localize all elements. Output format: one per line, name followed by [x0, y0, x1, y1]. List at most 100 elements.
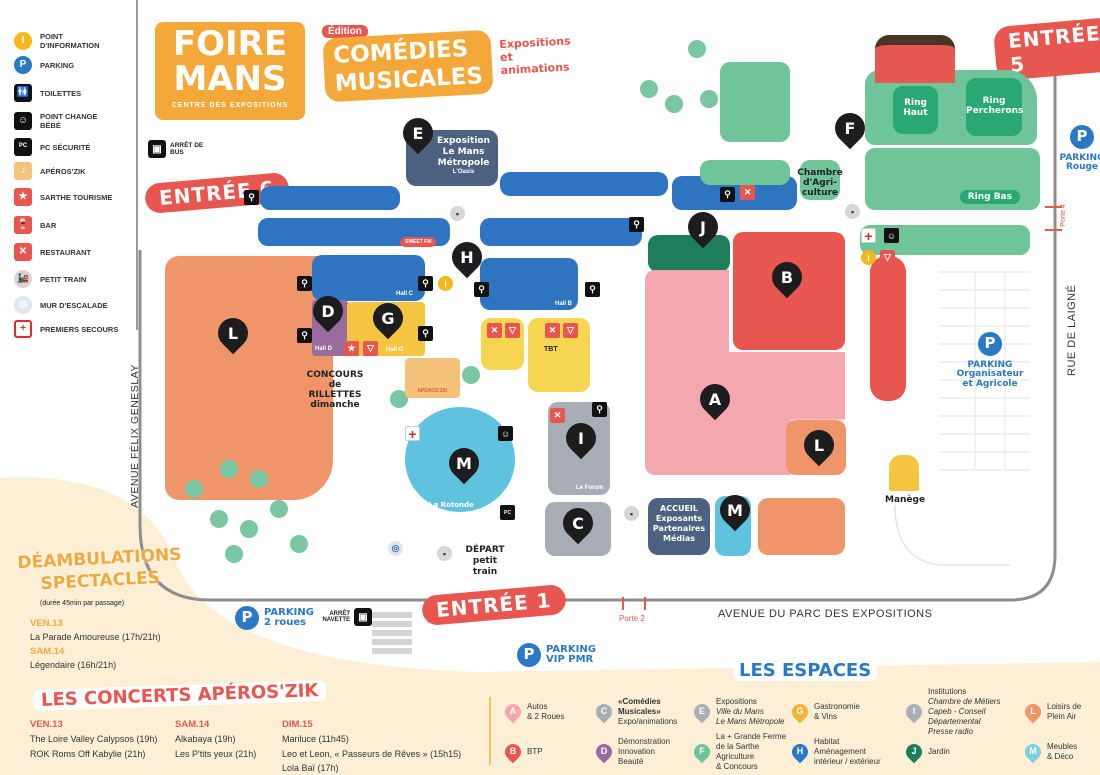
zone-marker-m[interactable]: M: [713, 488, 757, 532]
schedule-item: La Parade Amoureuse (17h/21h): [30, 632, 161, 643]
shuttle-stop: ARRÊT NAVETTE▣: [316, 608, 372, 626]
climbing-wall-icon: ◎: [388, 541, 403, 556]
day-label: DIM.15: [282, 719, 313, 730]
manege-label: Manège: [885, 495, 926, 505]
chambre-agri: [800, 160, 840, 200]
espace-line: Démonstration: [618, 737, 671, 746]
espace-line: Le Mans Métropole: [716, 717, 785, 726]
bus-icon: ▣: [148, 140, 166, 158]
espace-line: Autos: [527, 702, 548, 711]
zone-marker-g[interactable]: G: [366, 296, 410, 340]
aperos-zik-stage: APÉROS'ZIK: [405, 358, 460, 398]
legend-item: ◎MUR D'ESCALADE: [14, 296, 120, 314]
zone-marker-i[interactable]: I: [559, 416, 603, 460]
zone-marker-a[interactable]: A: [693, 377, 737, 421]
gate-marks: [622, 206, 1062, 610]
legend-item: 🚻TOILETTES: [14, 84, 120, 102]
zone-marker-l[interactable]: L: [797, 423, 841, 467]
zone-marker-j[interactable]: J: [681, 205, 725, 249]
espace-line: Chambre de Métiers: [928, 697, 1001, 706]
train-icon: ▪: [624, 506, 639, 521]
legend-label: PETIT TRAIN: [40, 274, 87, 284]
baby-change-icon: ☺: [14, 112, 32, 130]
parking-icon: P: [517, 643, 541, 667]
parking-icon: P: [978, 332, 1002, 356]
edition-tag: Édition: [322, 25, 368, 38]
road-south: AVENUE DU PARC DES EXPOSITIONS: [718, 608, 933, 620]
camper-zone: [758, 498, 845, 555]
climbing-wall-icon: ◎: [14, 296, 32, 314]
zone-marker-b[interactable]: B: [765, 255, 809, 299]
day-label: VEN.13: [30, 719, 63, 730]
expo-note: Expositions et animations: [499, 34, 571, 78]
legend-label: TOILETTES: [40, 88, 82, 98]
aperos-zik-icon: ♪: [14, 162, 32, 180]
gate-porte-2: Porte 2: [619, 614, 645, 623]
concert-item: Alkabaya (19h): [175, 734, 236, 745]
zone-marker-c[interactable]: C: [556, 501, 600, 545]
accueil: ACCUEIL Exposants Partenaires Médias: [648, 498, 710, 555]
train-icon: ▪: [845, 204, 860, 219]
zone-marker-m[interactable]: M: [442, 441, 486, 485]
toilets-icon: ⚲: [244, 190, 259, 205]
hall-c: Hall C: [312, 255, 425, 301]
legend-label: BAR: [40, 220, 57, 230]
carousel-icon: [889, 455, 919, 491]
deambulations-note: (durée 45min par passage): [40, 600, 125, 607]
marker-letter: F: [844, 118, 856, 138]
bar-icon: ▽: [363, 341, 378, 356]
day-label: SAM.14: [30, 645, 65, 657]
espace-line: intérieur / extérieur: [814, 757, 881, 766]
marker-icon: D: [592, 740, 616, 764]
zone-marker-h[interactable]: H: [445, 235, 489, 279]
first-aid-icon: +: [405, 426, 420, 442]
concert-item: ROK Roms Off Kabylie (21h): [30, 748, 146, 759]
espace-c: C«Comédies Musicales»Expo/animations: [592, 697, 690, 727]
marker-icon: A: [501, 700, 525, 724]
espace-line: & Vins: [814, 712, 837, 721]
zone-marker-l[interactable]: L: [211, 311, 255, 355]
toilets-icon: ⚲: [474, 282, 489, 297]
farm-strip: [700, 160, 790, 185]
espace-line: Presse radio: [928, 727, 973, 736]
marker-letter: D: [321, 301, 335, 321]
legend-label: POINT D'INFORMATION: [40, 32, 100, 50]
toilets-icon: ⚲: [418, 276, 433, 291]
train-icon: ▪: [450, 206, 465, 221]
zone-marker-f[interactable]: F: [828, 106, 872, 150]
train-icon: ▪: [437, 546, 452, 561]
security-icon: PC: [500, 505, 515, 520]
legend-item: ☺POINT CHANGE BÉBÉ: [14, 112, 120, 130]
restaurant-icon: ✕: [14, 243, 32, 261]
espace-line: BTP: [527, 747, 543, 756]
marker-letter: G: [381, 308, 395, 328]
bar-icon: ▽: [505, 323, 520, 338]
road-outline: [138, 62, 1057, 602]
parking-grid: [940, 271, 1030, 471]
hall-b: Hall B: [480, 258, 578, 310]
zone-marker-d[interactable]: D: [306, 289, 350, 333]
marker-letter: M: [727, 500, 743, 520]
legend-label: PARKING: [40, 60, 75, 70]
espace-line: Institutions: [928, 687, 967, 696]
concert-item: Les P'tits yeux (21h): [175, 748, 257, 759]
espace-line: Aménagement: [814, 747, 867, 756]
bar-icon: 🍷: [14, 216, 32, 234]
zone-marker-e[interactable]: E: [396, 111, 440, 155]
parking-icon: P: [235, 606, 259, 630]
toilets-icon: ⚲: [297, 276, 312, 291]
